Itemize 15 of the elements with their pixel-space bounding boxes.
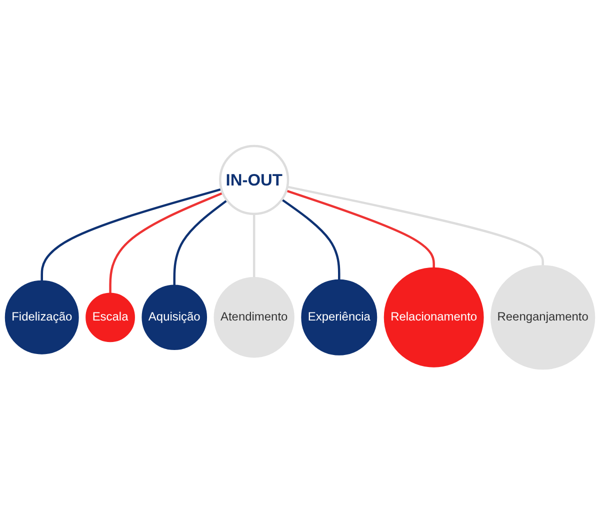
connector	[109, 192, 224, 294]
node-circle: Fidelização	[4, 280, 79, 355]
node-circle: Atendimento	[214, 277, 294, 358]
node-circle: Relacionamento	[384, 268, 484, 368]
connector	[40, 188, 222, 282]
node-circle: Escala	[86, 292, 135, 342]
connector	[173, 200, 228, 286]
node-circle: Aquisição	[142, 284, 208, 350]
connector	[287, 186, 544, 266]
connector	[281, 198, 340, 281]
connector	[286, 190, 435, 269]
node-circle: Experiência	[301, 280, 378, 356]
connector	[252, 214, 256, 278]
node-circle: Reenganjamento	[490, 265, 596, 370]
node-circle: IN-OUT	[219, 145, 290, 216]
